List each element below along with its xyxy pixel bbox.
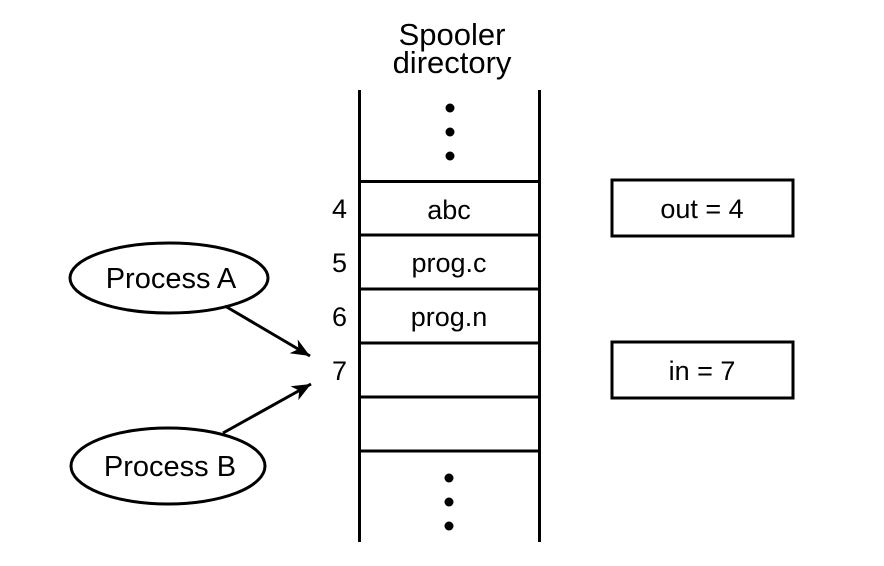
in-pointer-border — [610, 340, 795, 400]
dot — [444, 473, 454, 483]
process-a-node: Process A — [68, 241, 270, 315]
slot-index-6: 6 — [332, 302, 347, 332]
dot — [445, 151, 455, 161]
in-pointer-box: in = 7 — [610, 340, 795, 400]
slot-index-7: 7 — [332, 356, 347, 386]
slot-index-5: 5 — [332, 248, 347, 278]
process-a-arrow — [224, 304, 311, 358]
dot — [444, 497, 454, 507]
diagram-title-line1: Spooler — [399, 17, 506, 52]
slot-file-5: prog.c — [411, 248, 486, 278]
process-b-node: Process B — [69, 426, 267, 506]
slot-index-4: 4 — [332, 194, 347, 224]
process-a-label: Process A — [106, 263, 237, 295]
out-pointer-border — [610, 178, 795, 238]
process-a-ellipse — [68, 241, 270, 315]
slot-file-6: prog.n — [411, 302, 488, 332]
process-b-arrow — [222, 382, 312, 435]
in-pointer-label: in = 7 — [669, 356, 736, 386]
vertical-ellipsis-top-icon — [445, 103, 455, 161]
dot — [445, 103, 455, 113]
dot — [444, 521, 454, 531]
process-b-label: Process B — [104, 451, 236, 483]
out-pointer-box: out = 4 — [610, 178, 795, 238]
vertical-ellipsis-bottom-icon — [444, 473, 454, 531]
dot — [445, 127, 455, 137]
process-b-ellipse — [69, 426, 267, 506]
slot-file-4: abc — [427, 195, 471, 225]
out-pointer-label: out = 4 — [660, 194, 743, 224]
diagram-title-line2: directory — [393, 45, 512, 80]
